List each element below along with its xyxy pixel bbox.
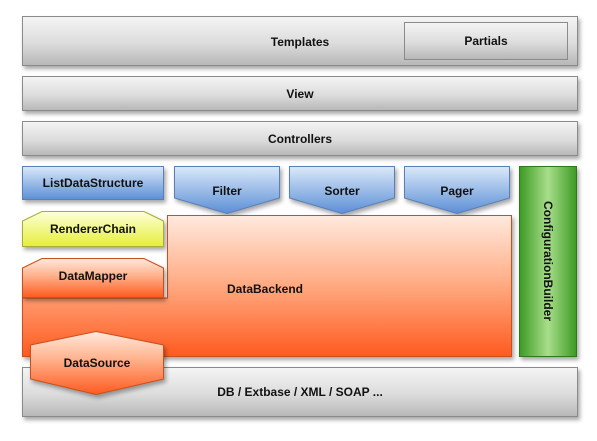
filter-label: Filter [212,184,242,198]
templates-label: Templates [270,35,330,49]
renderer-chain-label: RendererChain [49,222,137,236]
db-label: DB / Extbase / XML / SOAP ... [217,385,383,399]
sorter-shape [289,166,395,215]
data-source-label: DataSource [63,356,131,370]
filter-shape [174,166,280,215]
partials-box: Partials [404,22,568,60]
partials-label: Partials [464,34,508,48]
configuration-builder-box [519,166,577,357]
data-backend-label: DataBackend [226,282,304,296]
data-mapper-shape [22,258,164,298]
view-layer: View [22,76,578,111]
renderer-chain-shape [22,211,164,247]
controllers-label: Controllers [267,131,332,146]
configuration-builder-label: ConfigurationBuilder [541,201,555,321]
pager-shape [404,166,510,215]
list-data-structure-label: ListDataStructure [42,176,144,190]
controllers-layer: Controllers [22,121,578,156]
data-backend-shape [22,215,512,357]
list-data-structure-box [22,166,164,200]
view-label: View [286,86,314,101]
data-mapper-label: DataMapper [58,269,128,283]
pager-label: Pager [440,184,474,198]
data-source-shape [30,330,164,396]
sorter-label: Sorter [324,184,360,198]
